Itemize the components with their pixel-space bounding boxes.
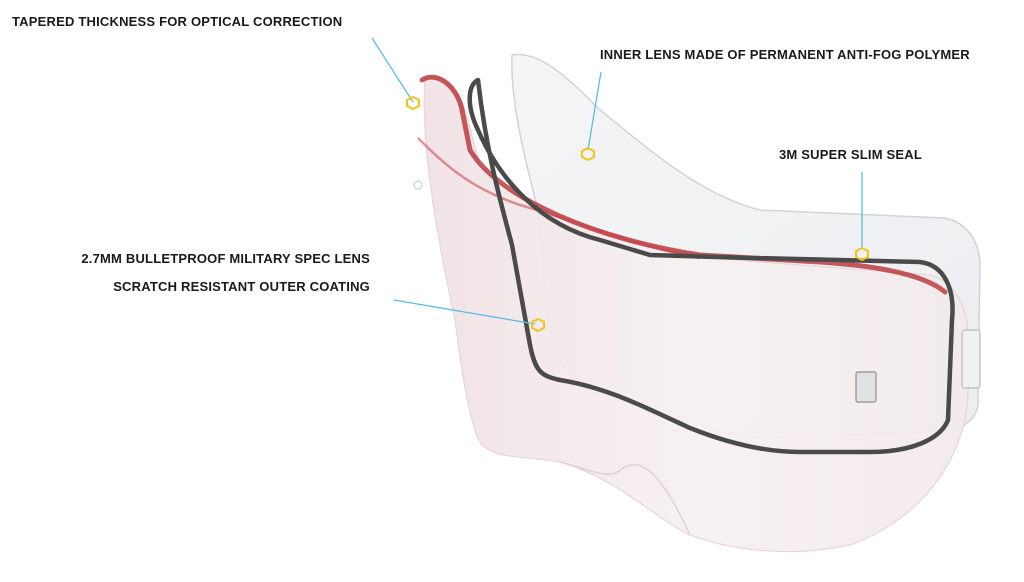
marker-bulletproof	[531, 317, 545, 333]
callout-scratch-coating: SCRATCH RESISTANT OUTER COATING	[113, 279, 370, 294]
callout-inner-lens: INNER LENS MADE OF PERMANENT ANTI-FOG PO…	[600, 47, 970, 62]
callout-bulletproof-lens: 2.7MM BULLETPROOF MILITARY SPEC LENS	[81, 251, 370, 266]
leader-inner-lens	[587, 71, 602, 151]
nose-notch	[559, 461, 691, 536]
seal-gasket	[467, 77, 955, 455]
marker-inner-lens	[581, 146, 595, 162]
strap-clip	[961, 329, 981, 389]
outer-lens-red-edge-inner	[417, 137, 701, 260]
marker-tapered	[406, 95, 420, 111]
callout-seal: 3M SUPER SLIM SEAL	[779, 147, 923, 162]
callout-tapered-thickness: TAPERED THICKNESS FOR OPTICAL CORRECTION	[12, 14, 343, 29]
leader-tapered	[371, 37, 414, 103]
leader-bulletproof	[393, 299, 536, 325]
pin-left	[413, 180, 423, 190]
marker-seal	[855, 246, 869, 262]
vent-clip	[855, 371, 877, 403]
